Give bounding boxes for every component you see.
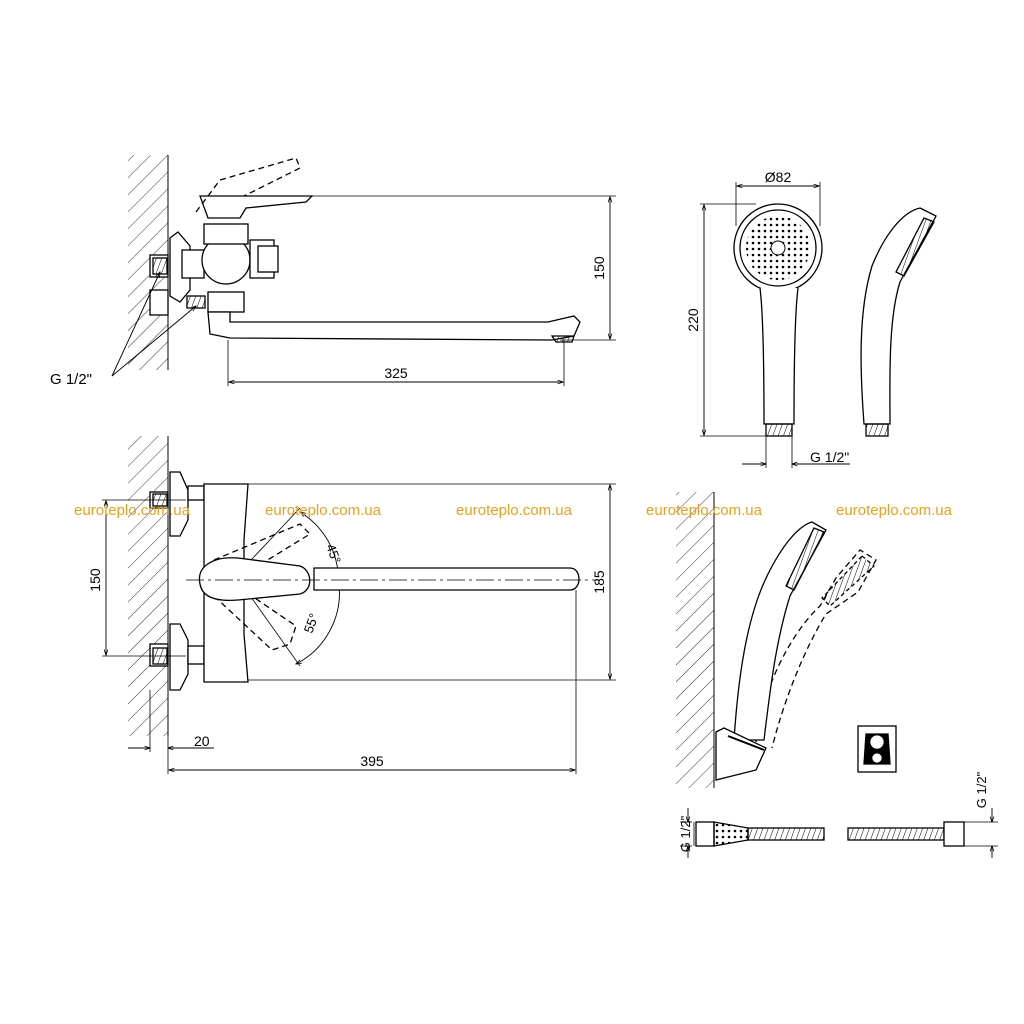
lever-55-position [213,591,297,651]
watermark-1: euroteplo.com.ua [74,502,191,519]
eccentric-lower [169,623,189,691]
label-length-220: 220 [685,308,701,332]
shower-side-body [860,207,937,425]
shower-on-holder-view [676,492,897,788]
label-height-185: 185 [591,570,607,594]
label-thread-hose-right: G 1/2" [974,771,989,808]
hose-nut-right [943,821,965,847]
label-angle-55: 55° [301,611,322,635]
hose-nut-left [695,821,715,847]
hand-shower-front [700,182,850,468]
wall-hatch-holder [676,492,714,788]
shower-handle-thread [765,423,793,437]
hose-cone-left [713,821,749,847]
label-length-395: 395 [360,753,384,769]
watermark-3: euroteplo.com.ua [456,502,573,519]
watermark-4: euroteplo.com.ua [646,502,763,519]
label-offset-20: 20 [194,733,210,749]
shower-hose [680,808,998,858]
hose-segment-right [847,827,945,841]
lever-alt-position [195,157,301,213]
eccentric-upper [169,471,189,537]
hose-segment-left [747,827,825,841]
label-inlet-150: 150 [87,568,103,592]
lever-45-position [213,523,312,573]
top-view [111,155,616,386]
label-diameter-82: Ø82 [765,169,792,185]
wall-holder-side [715,727,767,781]
mixer-lever-front [198,557,311,602]
inlet-thread-upper [152,257,168,275]
wall-hatch-front [128,436,168,736]
watermark-2: euroteplo.com.ua [265,502,382,519]
label-thread-top: G 1/2" [50,371,92,388]
label-length-325: 325 [384,365,408,381]
spout-front [313,567,580,591]
label-thread-shower: G 1/2" [810,449,849,465]
mixer-lever [199,195,314,219]
shower-handle [759,287,799,425]
spout-side [207,311,581,341]
label-height-150-top: 150 [591,256,607,280]
label-angle-45: 45° [323,542,344,566]
shower-in-holder [733,521,827,741]
hand-shower-side [860,207,937,437]
front-view [102,436,616,774]
watermark-5: euroteplo.com.ua [836,502,953,519]
label-thread-hose-left: G 1/2" [678,815,693,852]
watermark-row: euroteplo.com.ua euroteplo.com.ua eurote… [74,502,953,519]
aerator [550,335,575,343]
